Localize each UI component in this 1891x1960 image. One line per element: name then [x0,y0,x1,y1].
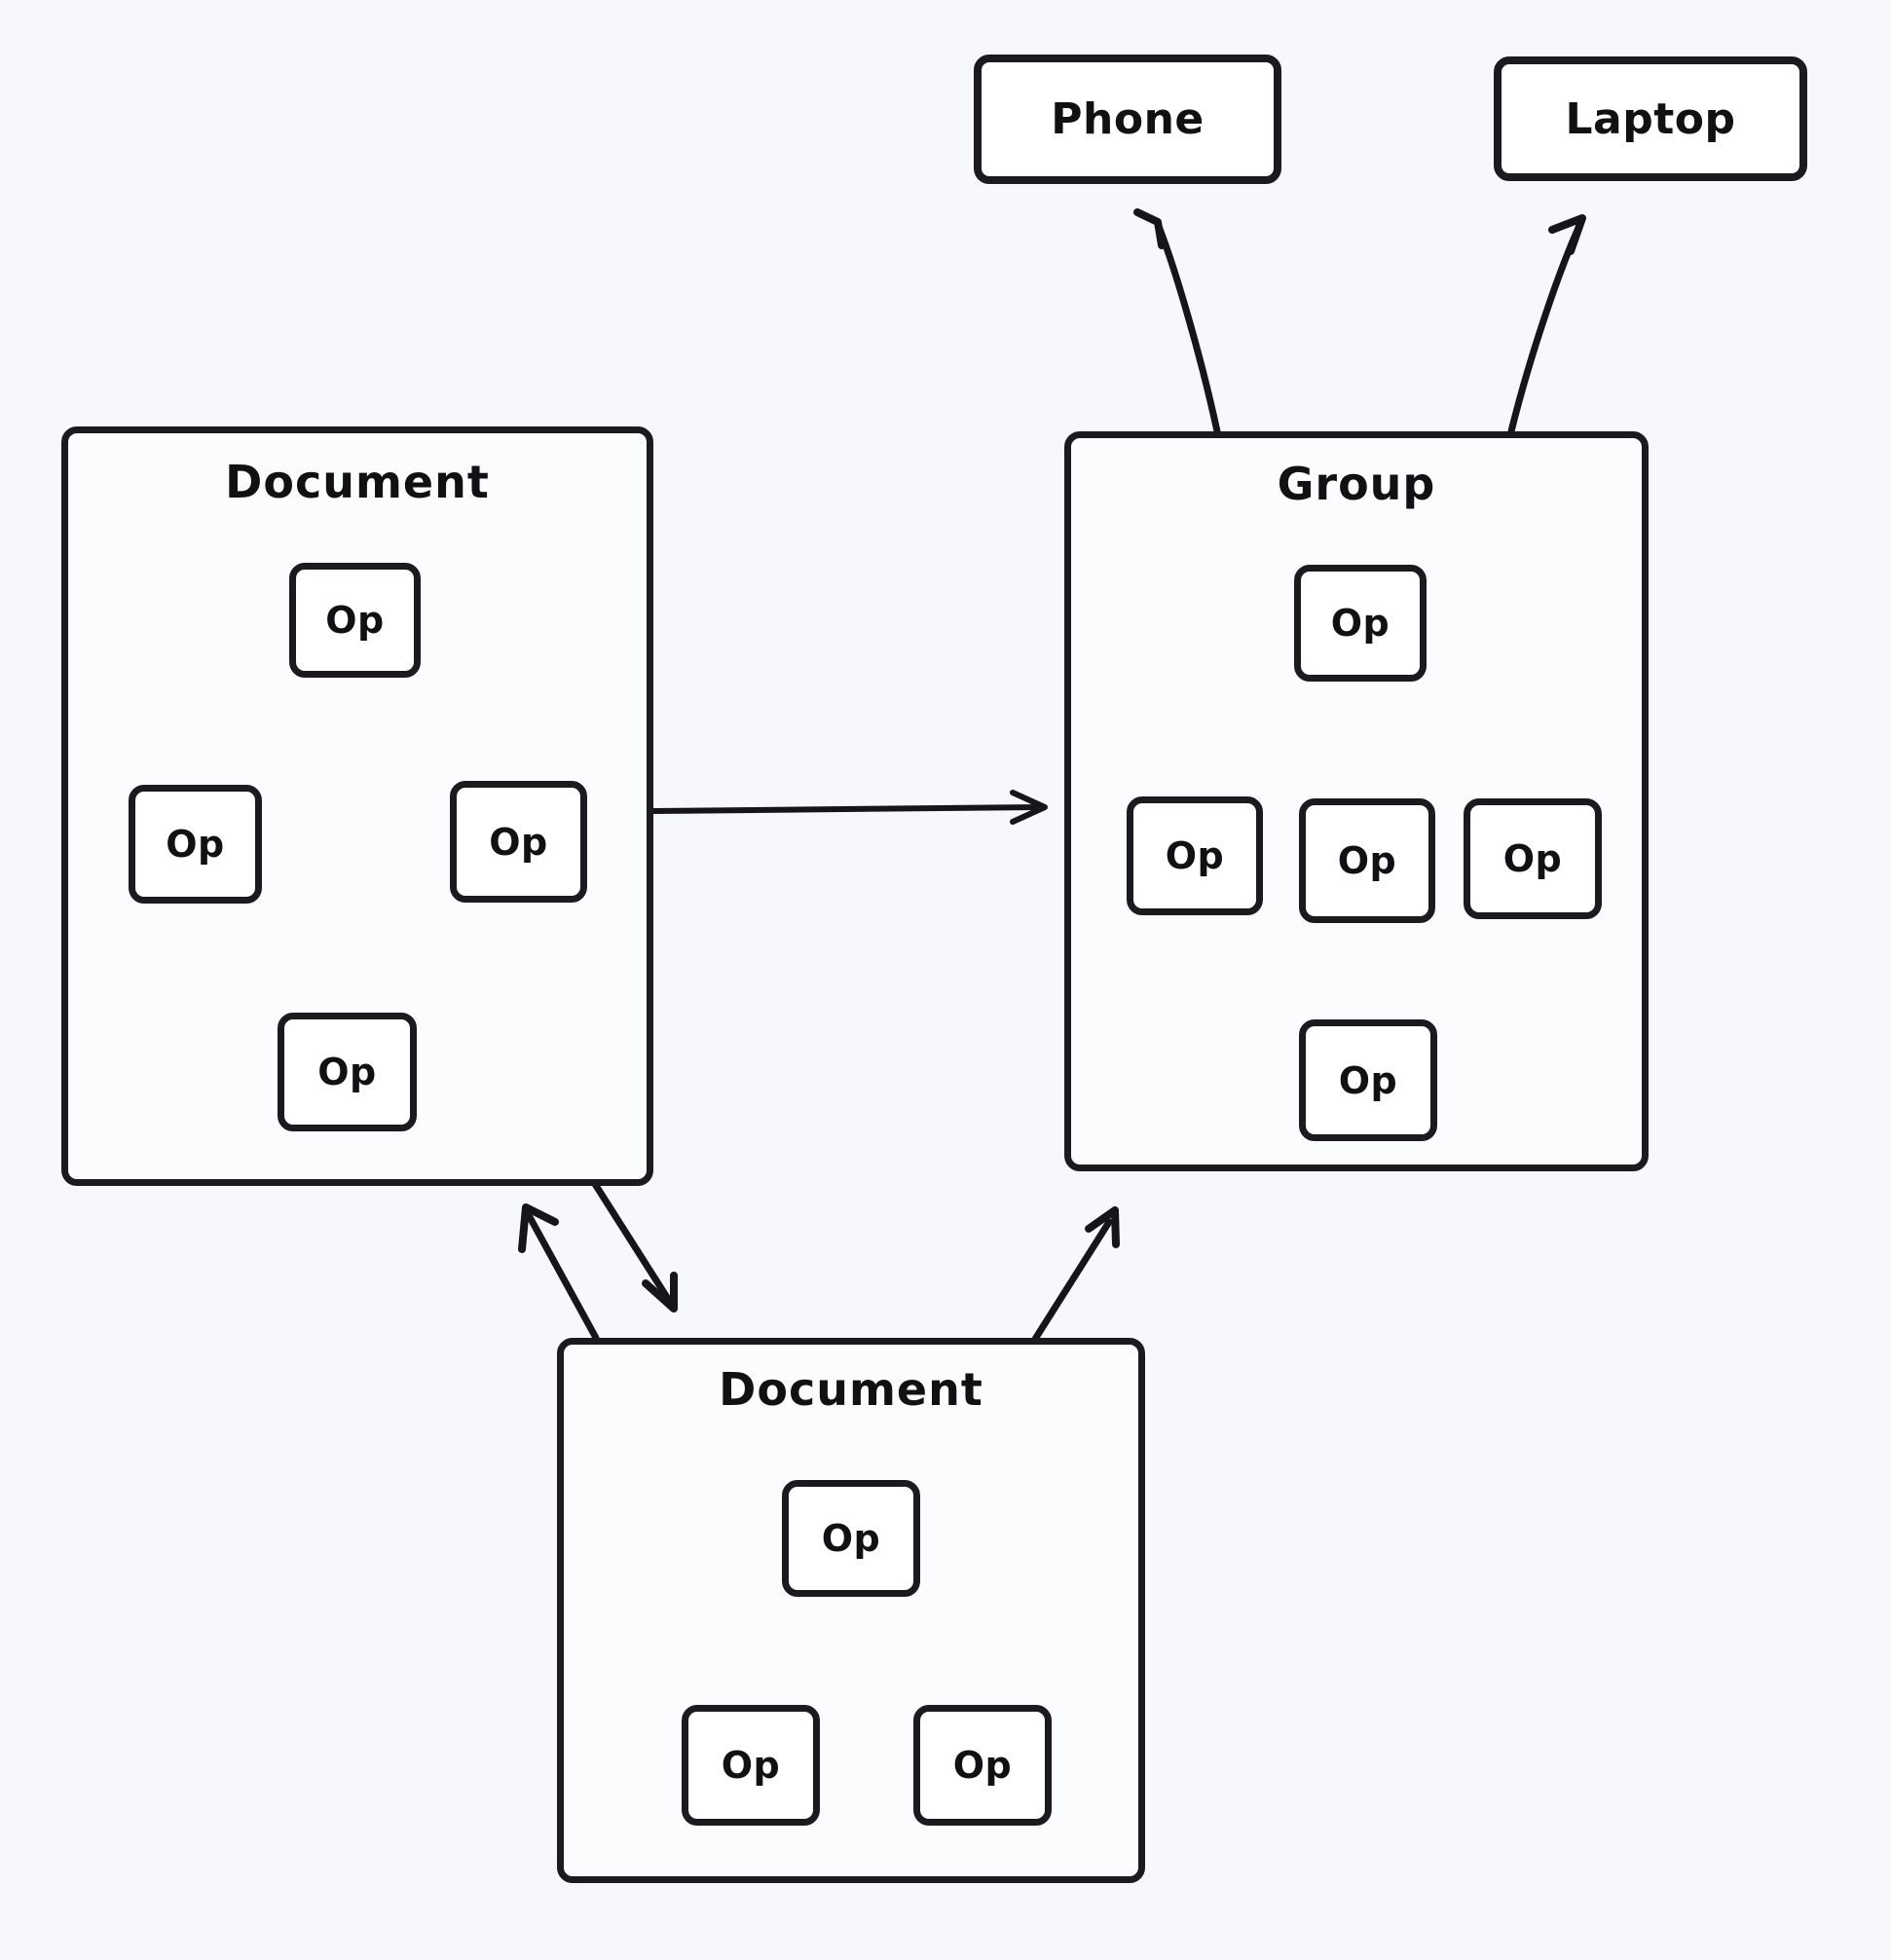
edge-document-bottom-to-document-left [518,1203,600,1342]
edge-group-to-laptop [1507,214,1586,435]
edge-document-left-to-document-bottom [591,1180,678,1313]
edge-document-left-to-group [650,790,1048,825]
edge-document-bottom-to-group [1028,1206,1120,1348]
endpoint-laptop-box[interactable]: Laptop [1494,56,1807,181]
op-node-doc2-left[interactable]: Op [682,1705,820,1826]
op-node-doc1-merge[interactable]: Op [278,1013,417,1131]
op-node-group-a[interactable]: Op [1127,796,1263,915]
container-document-bottom[interactable] [557,1338,1145,1883]
op-node-group-b[interactable]: Op [1299,798,1435,923]
op-node-group-merge[interactable]: Op [1299,1019,1437,1141]
op-node-group-c[interactable]: Op [1464,798,1602,919]
edge-group-to-phone [1133,208,1221,435]
endpoint-phone-box[interactable]: Phone [974,55,1281,184]
op-node-doc2-root[interactable]: Op [782,1480,920,1597]
container-document-bottom-title: Document [719,1363,983,1416]
op-node-group-root[interactable]: Op [1294,565,1427,682]
op-node-doc1-left[interactable]: Op [129,785,262,904]
op-node-doc2-right[interactable]: Op [913,1705,1052,1826]
container-group-title: Group [1277,458,1436,510]
container-document-left-title: Document [225,456,490,508]
op-node-doc1-right[interactable]: Op [450,781,587,903]
op-node-doc1-root[interactable]: Op [289,563,421,678]
